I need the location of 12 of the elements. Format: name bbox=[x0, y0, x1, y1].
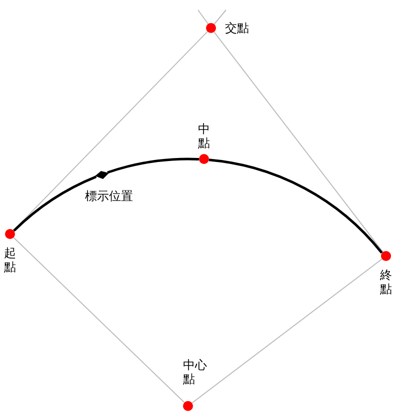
point-label: 標示位置 bbox=[85, 189, 134, 203]
point-label: 中心點 bbox=[183, 358, 208, 386]
point-label: 中點 bbox=[198, 122, 211, 150]
guide-line bbox=[214, 31, 384, 253]
point-label: 終點 bbox=[380, 268, 393, 296]
arc-curve bbox=[13, 176, 97, 232]
guide-line bbox=[13, 236, 185, 404]
arc-curve bbox=[208, 158, 383, 254]
point-label: 交點 bbox=[225, 21, 250, 35]
point-label: 起點 bbox=[4, 246, 17, 274]
guide-line bbox=[192, 258, 382, 404]
arc-curve bbox=[107, 158, 199, 174]
